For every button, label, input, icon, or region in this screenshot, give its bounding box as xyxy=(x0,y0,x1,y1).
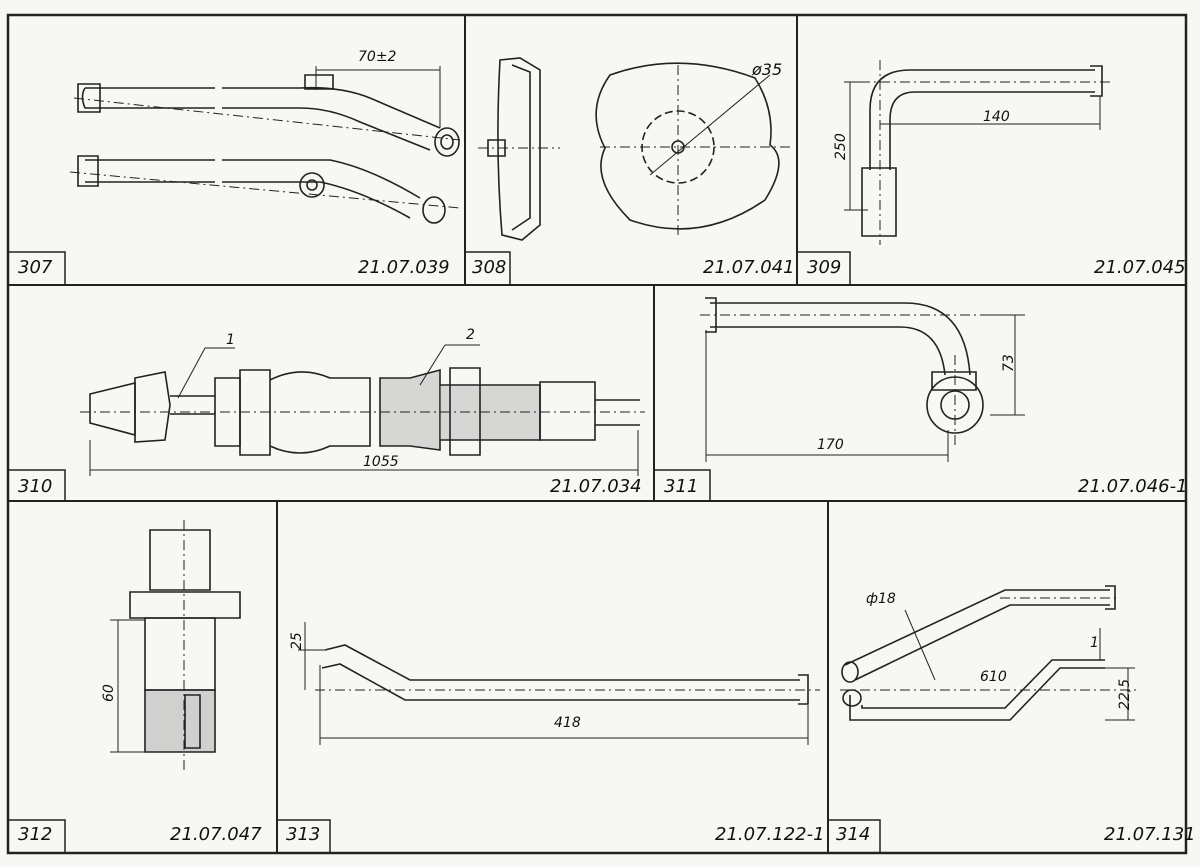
callout-310-2: 2 xyxy=(466,327,475,343)
part-311-drawing xyxy=(700,298,1025,462)
part-313-drawing xyxy=(298,622,820,745)
part-310-drawing xyxy=(80,345,645,476)
part-code-310: 21.07.034 xyxy=(550,476,642,497)
part-code-307: 21.07.039 xyxy=(358,257,450,278)
panel-number-313: 313 xyxy=(286,824,321,845)
dimension-312-height: 60 xyxy=(101,684,117,702)
part-code-312: 21.07.047 xyxy=(170,824,262,845)
part-308-drawing xyxy=(478,58,790,240)
sheet-border xyxy=(8,15,1186,853)
part-code-314: 21.07.131 xyxy=(1104,824,1196,845)
panel-number-309: 309 xyxy=(807,257,842,278)
part-312-drawing xyxy=(110,520,240,770)
part-314-drawing xyxy=(840,586,1140,720)
part-code-308: 21.07.041 xyxy=(703,257,795,278)
part-309-drawing xyxy=(844,60,1110,245)
part-code-311: 21.07.046-1 xyxy=(1078,476,1188,497)
dimension-308-diameter: ø35 xyxy=(752,60,783,79)
dimension-314-offset: 22,5 xyxy=(1117,678,1133,710)
dimension-314-diameter: ф18 xyxy=(866,591,896,607)
dimension-307-offset: 70±2 xyxy=(358,49,397,65)
dimension-314-length: 610 xyxy=(980,669,1007,685)
panel-number-311: 311 xyxy=(664,476,699,497)
part-code-309: 21.07.045 xyxy=(1094,257,1186,278)
panel-number-307: 307 xyxy=(18,257,53,278)
dimension-313-length: 418 xyxy=(554,715,581,731)
panel-number-308: 308 xyxy=(472,257,507,278)
dimension-309-height: 250 xyxy=(833,133,849,160)
callout-310-1: 1 xyxy=(226,332,235,348)
part-code-313: 21.07.122-1 xyxy=(715,824,825,845)
callout-314-1: 1 xyxy=(1090,635,1099,651)
panel-number-314: 314 xyxy=(836,824,871,845)
dimension-313-rise: 25 xyxy=(289,632,305,650)
dimension-310-length: 1055 xyxy=(363,454,399,470)
part-307-drawing xyxy=(70,66,460,223)
dimension-309-length: 140 xyxy=(983,109,1010,125)
dimension-311-height: 73 xyxy=(1001,354,1017,372)
panel-number-310: 310 xyxy=(18,476,53,497)
dimension-311-length: 170 xyxy=(817,437,844,453)
panel-number-312: 312 xyxy=(18,824,53,845)
